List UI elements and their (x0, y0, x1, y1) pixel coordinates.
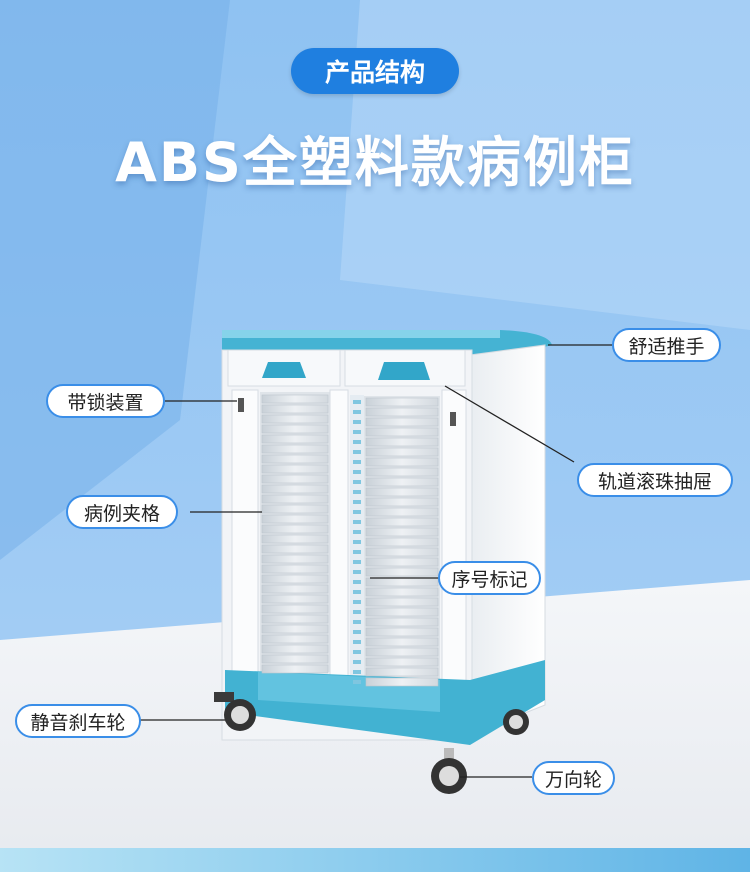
label-serial: 序号标记 (438, 561, 541, 595)
tray-slat (365, 487, 439, 497)
serial-mark (353, 510, 361, 514)
serial-mark (353, 480, 361, 484)
serial-mark (353, 470, 361, 474)
serial-mark (353, 670, 361, 674)
tray-slat (365, 517, 439, 527)
page-title: ABS全塑料款病例柜 (115, 131, 635, 194)
serial-mark (353, 500, 361, 504)
tray-slat (365, 427, 439, 437)
tray-slat (261, 614, 329, 624)
tray-slat (365, 477, 439, 487)
section-badge: 产品结构 (291, 48, 459, 94)
tray-slat (365, 467, 439, 477)
tray-slat (365, 607, 439, 617)
tray-slat (261, 544, 329, 554)
tray-slat (261, 394, 329, 404)
tray-slat (365, 417, 439, 427)
serial-mark (353, 640, 361, 644)
label-brake: 静音刹车轮 (15, 704, 141, 738)
tray-slat (261, 644, 329, 654)
tray-slat (261, 594, 329, 604)
tray-slat (261, 564, 329, 574)
tray-slat (365, 627, 439, 637)
tray-slat (261, 554, 329, 564)
tray-slat (261, 424, 329, 434)
serial-mark (353, 550, 361, 554)
serial-mark (353, 610, 361, 614)
serial-mark (353, 560, 361, 564)
serial-mark (353, 630, 361, 634)
serial-mark (353, 660, 361, 664)
tray-slat (365, 457, 439, 467)
tray-slat (365, 527, 439, 537)
tray-slat (261, 604, 329, 614)
serial-mark (353, 410, 361, 414)
tray-slat (365, 567, 439, 577)
tray-slat (365, 677, 439, 687)
tray-slat (365, 617, 439, 627)
serial-mark (353, 600, 361, 604)
tray-slat (261, 404, 329, 414)
tray-slat (365, 557, 439, 567)
tray-slat (261, 474, 329, 484)
label-lock: 带锁装置 (46, 384, 165, 418)
label-caster: 万向轮 (532, 761, 615, 795)
tray-slat (261, 514, 329, 524)
serial-mark (353, 490, 361, 494)
tray-slat (261, 634, 329, 644)
tray-slat (365, 657, 439, 667)
serial-mark (353, 580, 361, 584)
tray-slat (365, 447, 439, 457)
tray-slat (365, 497, 439, 507)
tray-slat (365, 587, 439, 597)
serial-mark (353, 680, 361, 684)
tray-slat (261, 574, 329, 584)
label-drawer: 轨道滚珠抽屉 (577, 463, 733, 497)
tray-slat (365, 397, 439, 407)
serial-mark (353, 450, 361, 454)
tray-slat (261, 534, 329, 544)
tray-slat (261, 624, 329, 634)
serial-mark (353, 620, 361, 624)
serial-mark (353, 530, 361, 534)
serial-mark (353, 590, 361, 594)
serial-mark (353, 430, 361, 434)
tray-slat (261, 454, 329, 464)
serial-mark (353, 540, 361, 544)
serial-mark (353, 570, 361, 574)
tray-slat (365, 637, 439, 647)
tray-slat (261, 464, 329, 474)
bottom-band (0, 848, 750, 872)
tray-slat (365, 537, 439, 547)
tray-slat (261, 434, 329, 444)
serial-mark (353, 400, 361, 404)
serial-mark (353, 650, 361, 654)
tray-slat (365, 407, 439, 417)
tray-slat (365, 547, 439, 557)
tray-slat (261, 444, 329, 454)
label-handle: 舒适推手 (612, 328, 721, 362)
tray-slat (261, 504, 329, 514)
tray-slat (365, 507, 439, 517)
serial-mark (353, 440, 361, 444)
tray-slat (261, 654, 329, 664)
tray-slat (261, 664, 329, 674)
tray-slat (261, 484, 329, 494)
label-clip: 病例夹格 (66, 495, 178, 529)
tray-slat (261, 494, 329, 504)
tray-slat (261, 524, 329, 534)
serial-mark (353, 520, 361, 524)
tray-slat (365, 597, 439, 607)
serial-mark (353, 420, 361, 424)
serial-mark (353, 460, 361, 464)
tray-slat (365, 647, 439, 657)
tray-slat (365, 577, 439, 587)
tray-slat (365, 667, 439, 677)
tray-slat (261, 414, 329, 424)
tray-slat (365, 437, 439, 447)
tray-slat (261, 584, 329, 594)
